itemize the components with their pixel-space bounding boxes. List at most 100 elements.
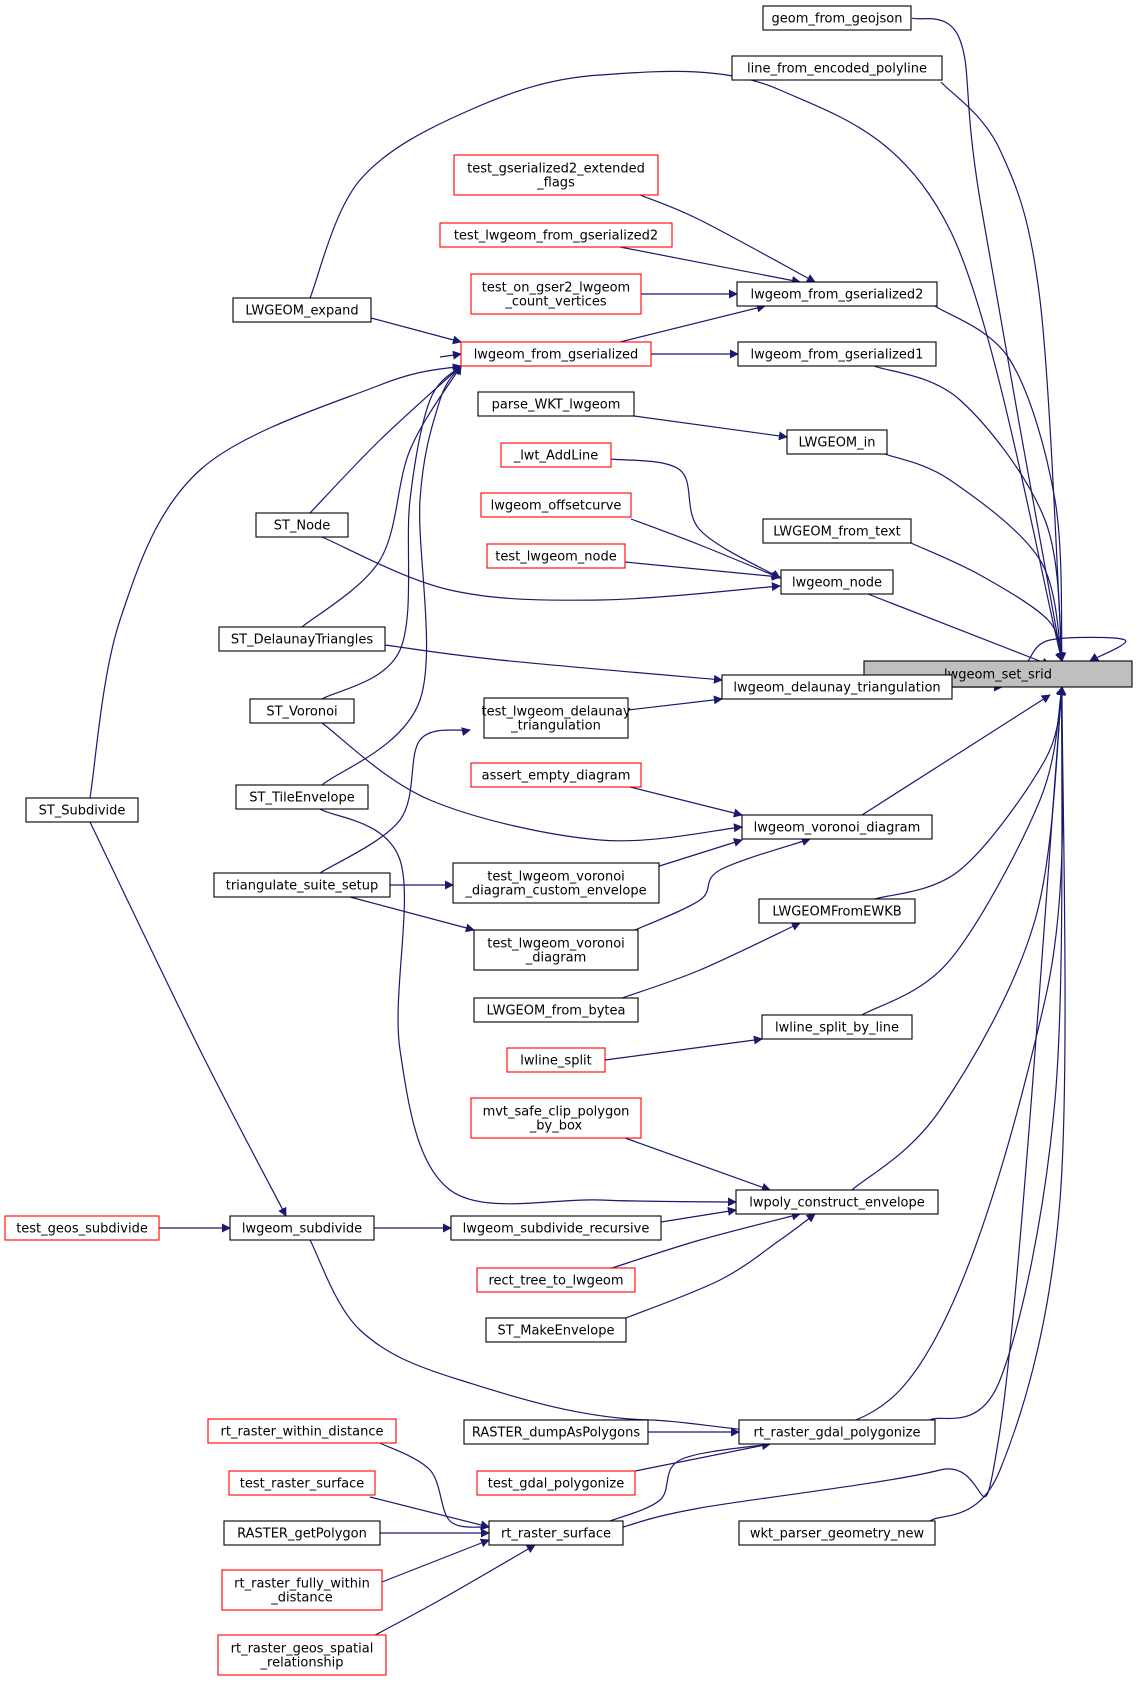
graph-node-test-raster-surface[interactable]: test_raster_surface <box>228 1470 376 1496</box>
graph-node-test-lwgeom-voronoi-diagram[interactable]: test_lwgeom_voronoi_diagram <box>473 929 639 971</box>
graph-node-assert-empty-diagram[interactable]: assert_empty_diagram <box>470 762 642 788</box>
graph-node-lwgeom-from-bytea[interactable]: LWGEOM_from_bytea <box>473 997 639 1023</box>
node-label: lwgeom_from_gserialized2 <box>751 288 924 303</box>
graph-node-test-lwgeom-node[interactable]: test_lwgeom_node <box>486 543 626 569</box>
graph-node-st-delaunaytriangles[interactable]: ST_DelaunayTriangles <box>218 626 386 652</box>
edge-expand-to-set_srid <box>309 70 1065 662</box>
graph-node-lwgeom-from-gserialized1[interactable]: lwgeom_from_gserialized1 <box>737 341 937 367</box>
edge-rfully-to-rsurf <box>381 1538 490 1583</box>
node-label: test_on_gser2_lwgeom <box>482 281 630 296</box>
node-label: ST_MakeEnvelope <box>498 1324 615 1339</box>
edge-stsub-to-lwsub <box>89 821 287 1217</box>
graph-node-geom-from-geojson[interactable]: geom_from_geojson <box>762 5 912 31</box>
edge-trsurf-to-rsurf <box>369 1496 490 1530</box>
edge-tgs2ext-to-lfgs2 <box>639 194 816 283</box>
node-box <box>488 1520 624 1546</box>
edge-stvor-to-lfgs <box>321 365 462 700</box>
node-label: wkt_parser_geometry_new <box>750 1527 925 1542</box>
node-label: ST_TileEnvelope <box>249 791 354 806</box>
node-label: lwgeom_subdivide_recursive <box>463 1222 650 1237</box>
graph-node-rt-raster-within-distance[interactable]: rt_raster_within_distance <box>207 1418 397 1444</box>
edge-trisetup-to-tlvd <box>349 896 475 933</box>
node-label: _flags <box>536 176 575 191</box>
graph-node-lwline-split[interactable]: lwline_split <box>506 1047 606 1073</box>
edge-frombytea-to-fromewkb <box>621 922 801 999</box>
graph-node-raster-dumpaspolygons[interactable]: RASTER_dumpAsPolygons <box>463 1419 649 1445</box>
graph-node-lwgeom-subdivide-recursive[interactable]: lwgeom_subdivide_recursive <box>450 1215 662 1241</box>
graph-node-raster-getpolygon[interactable]: RASTER_getPolygon <box>223 1520 381 1546</box>
node-label: test_raster_surface <box>240 1477 365 1492</box>
graph-node-test-gdal-polygonize[interactable]: test_gdal_polygonize <box>476 1470 636 1496</box>
graph-node-wkt-parser-geometry-new[interactable]: wkt_parser_geometry_new <box>738 1520 936 1546</box>
node-box <box>221 1569 383 1611</box>
node-label: ST_DelaunayTriangles <box>231 633 373 648</box>
node-label: lwpoly_construct_envelope <box>749 1196 925 1211</box>
node-label: lwline_split <box>520 1054 592 1069</box>
graph-node-test-lwgeom-voronoi-diagram-custom-envelope[interactable]: test_lwgeom_voronoi_diagram_custom_envel… <box>452 862 660 904</box>
edge-sttile-to-polyenv <box>319 808 737 1207</box>
graph-node-lwgeom-from-gserialized[interactable]: lwgeom_from_gserialized <box>460 341 652 367</box>
node-label: test_lwgeom_voronoi <box>487 937 625 952</box>
node-box <box>229 1215 375 1241</box>
graph-node-test-lwgeom-delaunay-triangulation[interactable]: test_lwgeom_delaunay_triangulation <box>481 697 631 739</box>
edge-lfgs1-to-set_srid <box>873 365 1066 662</box>
graph-node-test-on-gser2-lwgeom-count-vertices[interactable]: test_on_gser2_lwgeom_count_vertices <box>470 273 642 315</box>
graph-node-rt-raster-gdal-polygonize[interactable]: rt_raster_gdal_polygonize <box>738 1419 936 1445</box>
node-label: lwgeom_voronoi_diagram <box>754 821 921 836</box>
graph-node-lwgeom-voronoi-diagram[interactable]: lwgeom_voronoi_diagram <box>741 814 933 840</box>
node-box <box>232 297 372 323</box>
graph-node-lwgeom-in[interactable]: LWGEOM_in <box>786 429 888 455</box>
node-label: _count_vertices <box>504 295 607 310</box>
node-box <box>786 429 888 455</box>
graph-node-lwgeom-node[interactable]: lwgeom_node <box>780 569 894 595</box>
graph-node-test-gserialized2-extended-flags[interactable]: test_gserialized2_extended_flags <box>453 154 659 196</box>
graph-node-lwgeom-from-text[interactable]: LWGEOM_from_text <box>762 518 912 544</box>
graph-node-rect-tree-to-lwgeom[interactable]: rect_tree_to_lwgeom <box>476 1267 636 1293</box>
graph-node-lwline-split-by-line[interactable]: lwline_split_by_line <box>761 1014 913 1040</box>
graph-node-test-lwgeom-from-gserialized2[interactable]: test_lwgeom_from_gserialized2 <box>439 222 673 248</box>
edge-polyline-to-set_srid <box>940 81 1066 662</box>
graph-node-lwgeom-subdivide[interactable]: lwgeom_subdivide <box>229 1215 375 1241</box>
graph-node-rt-raster-fully-within-distance[interactable]: rt_raster_fully_within_distance <box>221 1569 383 1611</box>
graph-node-st-node[interactable]: ST_Node <box>255 512 349 538</box>
graph-node-st-voronoi[interactable]: ST_Voronoi <box>249 698 355 724</box>
graph-node-st-subdivide[interactable]: ST_Subdivide <box>25 797 139 823</box>
graph-node-lwgeom-from-gserialized2[interactable]: lwgeom_from_gserialized2 <box>736 281 938 307</box>
node-box <box>207 1418 397 1444</box>
node-box <box>470 762 642 788</box>
node-box <box>506 1047 606 1073</box>
graph-node-lwpoly-construct-envelope[interactable]: lwpoly_construct_envelope <box>735 1189 939 1215</box>
edge-fromewkb-to-set_srid <box>874 686 1065 900</box>
node-label: test_gdal_polygonize <box>488 1477 624 1492</box>
edge-lwnode-to-set_srid <box>867 593 1051 667</box>
node-box <box>249 698 355 724</box>
graph-node-test-geos-subdivide[interactable]: test_geos_subdivide <box>4 1215 160 1241</box>
edge-stnode-to-lfgs <box>309 365 462 514</box>
edge-tlvd-to-vordia <box>634 837 811 931</box>
graph-node-lwgeomfromewkb[interactable]: LWGEOMFromEWKB <box>758 898 916 924</box>
graph-node-line-from-encoded-polyline[interactable]: line_from_encoded_polyline <box>731 55 943 81</box>
edge-rsurf-to-set_srid <box>622 686 1066 1528</box>
graph-node-parse-wkt-lwgeom[interactable]: parse_WKT_lwgeom <box>477 391 635 417</box>
node-label: RASTER_dumpAsPolygons <box>472 1426 640 1441</box>
graph-node-lwgeom-offsetcurve[interactable]: lwgeom_offsetcurve <box>480 492 632 518</box>
graph-node-lwgeom-delaunay-triangulation[interactable]: lwgeom_delaunay_triangulation <box>721 674 953 700</box>
graph-node-st-makeenvelope[interactable]: ST_MakeEnvelope <box>485 1317 627 1343</box>
graph-node-rt-raster-surface[interactable]: rt_raster_surface <box>488 1520 624 1546</box>
node-label: LWGEOM_from_bytea <box>487 1004 626 1019</box>
node-label: ST_Voronoi <box>266 705 337 720</box>
graph-node-lwgeom-expand[interactable]: LWGEOM_expand <box>232 297 372 323</box>
node-box <box>735 1189 939 1215</box>
node-label: lwgeom_from_gserialized1 <box>751 348 924 363</box>
node-box <box>736 281 938 307</box>
edge-rsurf-to-gdalpoly <box>609 1441 771 1522</box>
node-box <box>738 1419 936 1445</box>
graph-node-lwt-addline[interactable]: _lwt_AddLine <box>500 442 612 468</box>
graph-node-st-tileenvelope[interactable]: ST_TileEnvelope <box>235 784 369 810</box>
node-label: test_gserialized2_extended <box>467 162 645 177</box>
node-box <box>480 492 632 518</box>
node-box <box>476 1267 636 1293</box>
graph-node-triangulate-suite-setup[interactable]: triangulate_suite_setup <box>213 872 391 898</box>
graph-node-mvt-safe-clip-polygon-by-box[interactable]: mvt_safe_clip_polygon_by_box <box>470 1097 642 1139</box>
graph-node-rt-raster-geos-spatial-relationship[interactable]: rt_raster_geos_spatial_relationship <box>217 1634 387 1676</box>
